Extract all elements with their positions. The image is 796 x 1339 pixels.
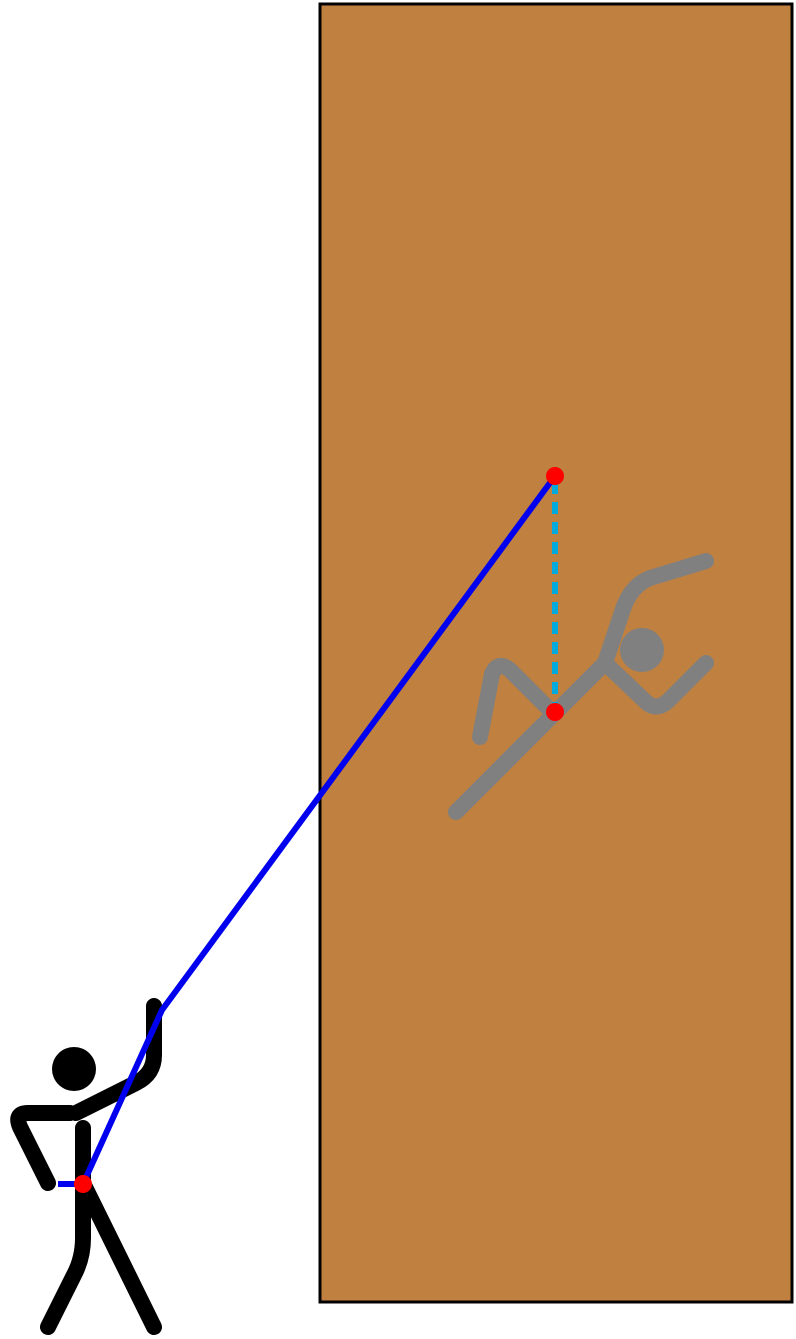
climber-harness-point [546,703,564,721]
belayer-right-arm [68,998,162,1121]
belayer-torso [40,1120,91,1335]
climber-upper-arm [597,553,714,671]
belayer-left-arm [10,1105,78,1191]
belayer-harness-point [74,1175,92,1193]
stick-figure-climber [448,553,714,820]
top-anchor-point [546,467,564,485]
climber-torso [448,655,613,820]
belayer-leg [75,1175,162,1335]
climber-left-arm [472,657,556,745]
belay-rope [58,474,558,1187]
climber-head [620,628,664,672]
stick-figure-belayer [10,998,162,1335]
belayer-head [52,1047,96,1091]
climber-leg [597,655,714,715]
